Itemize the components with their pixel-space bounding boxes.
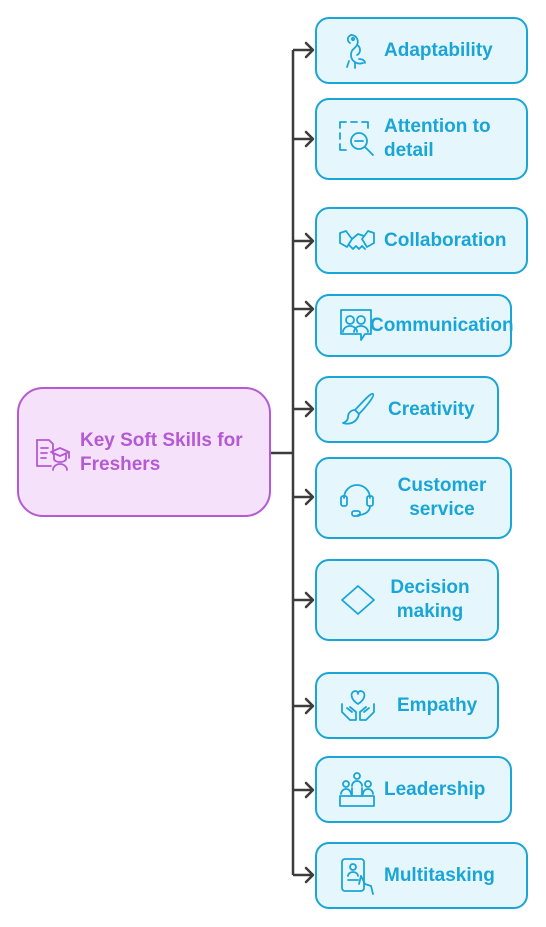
skill-node-customer-service[interactable]: Customer service [315, 457, 512, 539]
skill-node-creativity[interactable]: Creativity [315, 376, 499, 443]
skill-node-attention-to-detail[interactable]: Attention to detail [315, 98, 528, 180]
skill-label: Decision making [390, 577, 470, 622]
skill-node-empathy[interactable]: Empathy [315, 672, 499, 739]
skill-node-adaptability[interactable]: Adaptability [315, 17, 528, 84]
skill-label: Leadership [384, 778, 486, 800]
podium-people-icon [339, 771, 375, 807]
headset-icon [340, 484, 374, 517]
skill-label: Collaboration [384, 229, 507, 251]
root-label: Key Soft Skills for Freshers [80, 430, 243, 475]
resume-graduate-icon [36, 439, 70, 471]
skill-label: Attention to detail [384, 116, 491, 161]
skill-node-decision-making[interactable]: Decision making [315, 559, 499, 641]
skill-label: Creativity [388, 398, 475, 420]
skill-label: Customer service [397, 475, 487, 520]
paintbrush-icon [342, 392, 375, 425]
skill-label: Adaptability [384, 39, 493, 61]
skill-node-collaboration[interactable]: Collaboration [315, 207, 528, 274]
conversation-icon [340, 308, 372, 341]
handshake-icon [339, 229, 375, 250]
skill-label: Multitasking [384, 864, 495, 886]
skill-label: Empathy [397, 694, 478, 716]
skill-label: Communication [370, 314, 514, 336]
skill-node-communication[interactable]: Communication [315, 294, 514, 357]
magnify-focus-icon [339, 121, 374, 156]
diamond-icon [341, 585, 375, 615]
chameleon-icon [346, 33, 366, 69]
root-node[interactable]: Key Soft Skills for Freshers [17, 387, 271, 517]
heart-hands-icon [341, 689, 375, 721]
skill-node-leadership[interactable]: Leadership [315, 756, 512, 823]
phone-touch-icon [341, 857, 374, 895]
skill-node-multitasking[interactable]: Multitasking [315, 842, 528, 909]
